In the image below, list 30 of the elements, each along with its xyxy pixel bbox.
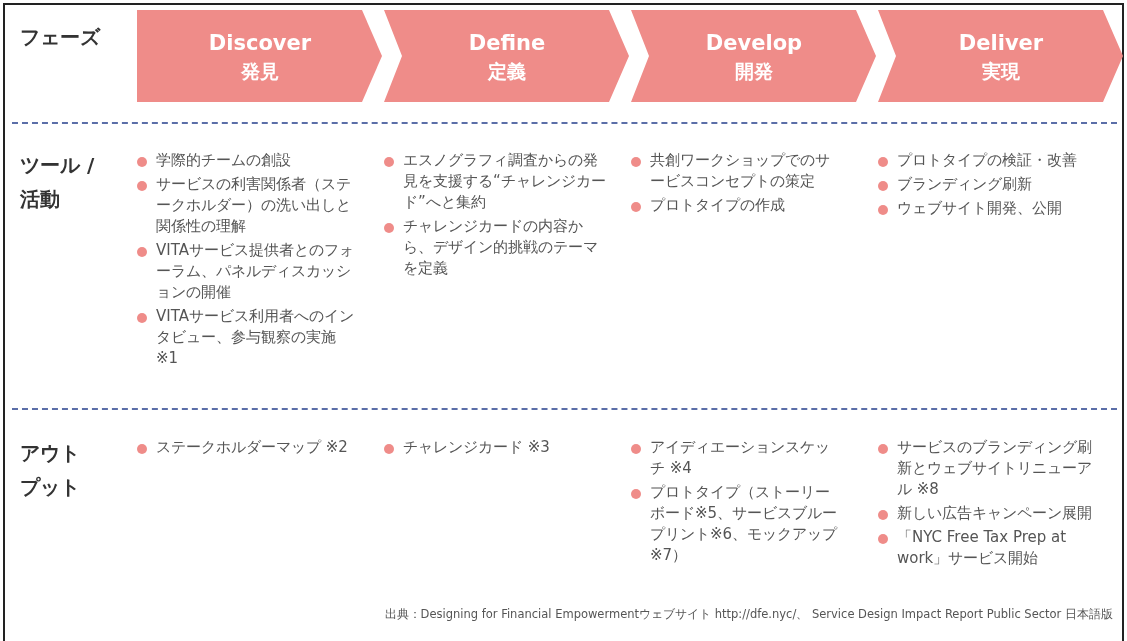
bullet-text: プロトタイプの作成 <box>650 195 785 216</box>
row-heading: ツール / 活動 <box>20 152 96 213</box>
row-heading: フェーズ <box>20 24 102 51</box>
phase-subtitle: 発見 <box>241 58 279 84</box>
source-note: 出典：Designing for Financial Empowermentウェブサイト http://dfe.nyc/、 Service Design Impact Report Public Sector 日本語版 <box>384 606 1113 623</box>
bullet-text: プロトタイプ（ストーリーボード※5、サービスブループリント※6、モックアップ ※7） <box>650 482 839 566</box>
phase-name: Define <box>468 29 546 57</box>
phase-name: Discover <box>208 29 312 57</box>
bullet-text: 共創ワークショップでのサービスコンセプトの策定 <box>650 150 831 192</box>
bullet-text: サービスのブランディング刷新とウェブサイトリニューアル ※8 <box>897 437 1093 500</box>
bullet-text: VITAサービス提供者とのフォーラム、パネルディスカッションの開催 <box>156 240 355 303</box>
bullet-text: アイディエーションスケッチ ※4 <box>650 437 831 479</box>
bullet-text: チャレンジカード ※3 <box>403 437 550 458</box>
phase-subtitle: 開発 <box>735 58 773 84</box>
bullet-text: ステークホルダーマップ ※2 <box>156 437 348 458</box>
bullet-text: チャレンジカードの内容から、デザイン的挑戦のテーマを定義 <box>403 216 599 279</box>
bullet-text: 新しい広告キャンペーン展開 <box>897 503 1092 524</box>
bullet-text: 学際的チームの創設 <box>156 150 291 171</box>
bullet-text: エスノグラフィ調査からの発見を支援する“チャレンジカード”へと集約 <box>403 150 606 213</box>
phase-name: Deliver <box>958 29 1044 57</box>
bullet-text: ウェブサイト開発、公開 <box>897 198 1062 219</box>
bullet-text: プロトタイプの検証・改善 <box>897 150 1077 171</box>
phase-subtitle: 実現 <box>982 58 1020 84</box>
phase-name: Develop <box>705 29 803 57</box>
bullet-text: VITAサービス利用者へのインタビュー、参与観察の実施 ※1 <box>156 306 355 369</box>
row-heading: アウトプット <box>20 440 81 501</box>
bullet-text: サービスの利害関係者（ステークホルダー）の洗い出しと関係性の理解 <box>156 174 352 237</box>
phase-subtitle: 定義 <box>488 58 526 84</box>
bullet-text: 「NYC Free Tax Prep at work」サービス開始 <box>897 527 1068 569</box>
bullet-text: ブランディング刷新 <box>897 174 1032 195</box>
